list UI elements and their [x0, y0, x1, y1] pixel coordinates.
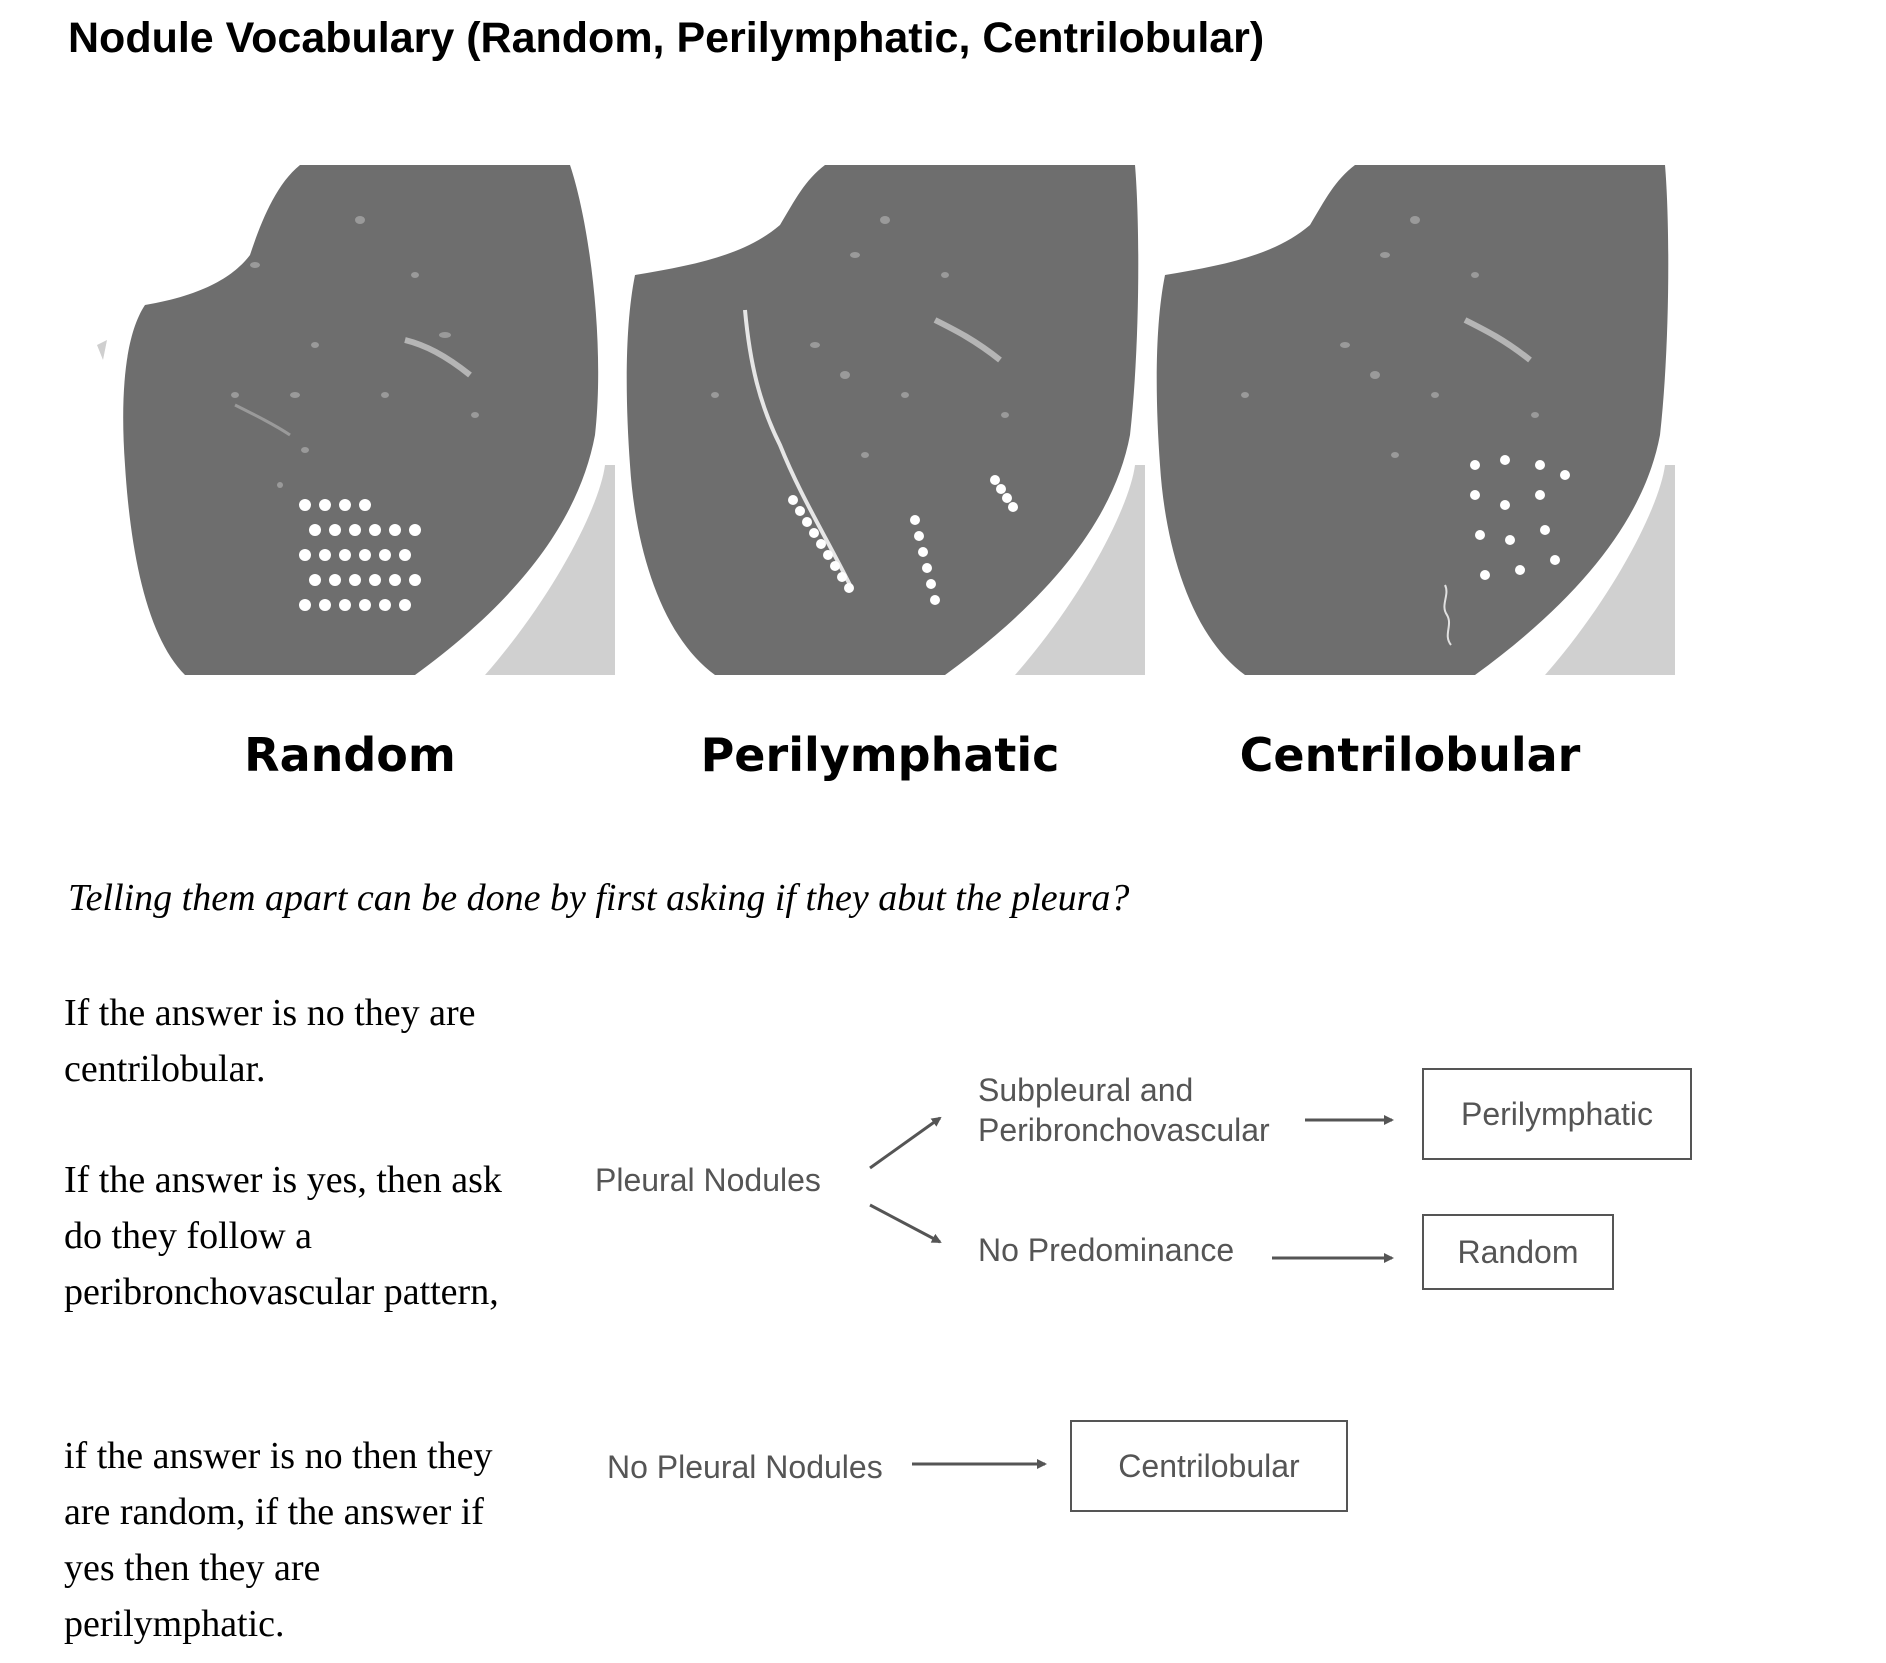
nodule-marker [409, 524, 421, 536]
question-text: Telling them apart can be done by first … [68, 877, 1130, 919]
nodule-marker [996, 484, 1006, 494]
nodule-marker [990, 475, 1000, 485]
nodule-marker [910, 515, 920, 525]
nodule-marker [1475, 530, 1485, 540]
nodule-marker [1540, 525, 1550, 535]
nodule-marker [1550, 555, 1560, 565]
ct-image-centrilobular [1145, 165, 1675, 675]
nodule-marker [837, 572, 847, 582]
nodule-marker [369, 574, 381, 586]
panel-label-perilymphatic: Perilymphatic [700, 728, 1060, 782]
panel-label-random: Random [244, 728, 456, 782]
ct-image-random [85, 165, 615, 675]
nodule-marker [802, 517, 812, 527]
nodule-marker [823, 550, 833, 560]
nodule-marker [1008, 502, 1018, 512]
result-label-centrilobular: Centrilobular [1118, 1447, 1300, 1484]
nodule-marker [349, 574, 361, 586]
nodule-marker [918, 547, 928, 557]
nodule-marker [399, 549, 411, 561]
nodule-marker [1500, 455, 1510, 465]
flowchart-subpleural-line1: Subpleural and [978, 1072, 1194, 1108]
nodule-marker [299, 549, 311, 561]
nodule-marker [930, 595, 940, 605]
result-box-perilymphatic: Perilymphatic [1422, 1068, 1692, 1160]
nodule-marker [319, 599, 331, 611]
ct-image-perilymphatic [615, 165, 1145, 675]
flowchart-subpleural-line2: Peribronchovascular [978, 1112, 1270, 1148]
nodule-marker [339, 599, 351, 611]
nodule-marker [299, 499, 311, 511]
flowchart-no-pleural-nodules: No Pleural Nodules [607, 1449, 883, 1485]
nodule-marker [844, 583, 854, 593]
flowchart-no-predominance: No Predominance [978, 1232, 1235, 1268]
nodule-marker [389, 574, 401, 586]
nodule-marker [914, 531, 924, 541]
arrow-pleural-to-no-predominance [869, 1203, 942, 1244]
nodule-marker [1470, 460, 1480, 470]
arrow-pleural-to-subpleural [869, 1116, 942, 1170]
nodule-marker [830, 561, 840, 571]
nodule-marker [1500, 500, 1510, 510]
result-box-random: Random [1422, 1214, 1614, 1290]
nodule-marker [1505, 535, 1515, 545]
nodule-marker [795, 506, 805, 516]
nodule-marker [1515, 565, 1525, 575]
nodule-marker [319, 549, 331, 561]
nodule-marker [1560, 470, 1570, 480]
nodule-marker [788, 495, 798, 505]
nodule-marker [299, 599, 311, 611]
nodule-marker [319, 499, 331, 511]
result-box-centrilobular: Centrilobular [1070, 1420, 1348, 1512]
nodule-marker [359, 499, 371, 511]
nodule-marker [922, 563, 932, 573]
result-label-perilymphatic: Perilymphatic [1460, 1095, 1654, 1132]
flowchart-pleural-nodules: Pleural Nodules [595, 1162, 821, 1198]
nodule-marker [369, 524, 381, 536]
nodule-marker [379, 549, 391, 561]
nodule-marker [1535, 460, 1545, 470]
nodule-marker [1470, 490, 1480, 500]
nodule-marker [1480, 570, 1490, 580]
nodule-marker [329, 524, 341, 536]
nodule-marker [1535, 490, 1545, 500]
paragraph-peribronchovascular: If the answer is yes, then ask do they f… [64, 1159, 502, 1313]
nodule-marker [399, 599, 411, 611]
nodule-marker [359, 549, 371, 561]
nodule-marker [349, 524, 361, 536]
paragraph-random-perilymphatic: if the answer is no then they are random… [64, 1435, 493, 1645]
page-title: Nodule Vocabulary (Random, Perilymphatic… [68, 14, 1265, 62]
nodule-marker [816, 539, 826, 549]
nodule-marker [309, 574, 321, 586]
nodule-marker [926, 579, 936, 589]
nodule-marker [809, 528, 819, 538]
nodule-marker [339, 549, 351, 561]
nodule-marker [409, 574, 421, 586]
nodule-marker [379, 599, 391, 611]
nodule-marker [309, 524, 321, 536]
nodule-marker [1002, 493, 1012, 503]
result-label-random: Random [1457, 1233, 1579, 1270]
nodule-marker [389, 524, 401, 536]
nodule-marker [339, 499, 351, 511]
panel-label-centrilobular: Centrilobular [1239, 728, 1581, 782]
nodule-marker [359, 599, 371, 611]
nodule-marker [329, 574, 341, 586]
paragraph-centrilobular: If the answer is no they are centrilobul… [64, 992, 476, 1090]
